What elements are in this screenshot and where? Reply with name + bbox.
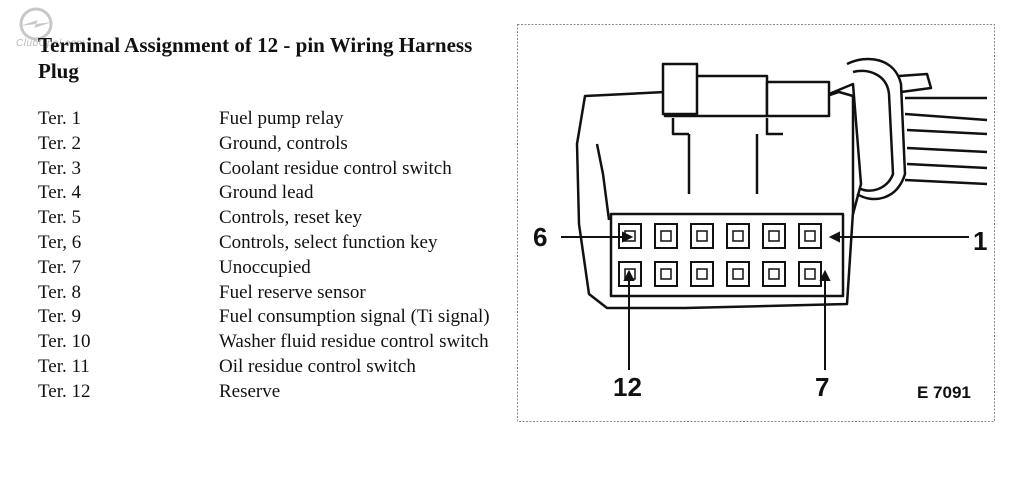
pin-cavity [798,223,822,249]
terminal-row: Ter. 3 Coolant residue control switch [38,157,508,182]
pin-cavity [690,261,714,287]
connector-diagram: 6 1 12 7 E 7091 [517,24,995,422]
terminal-row: Ter. 7 Unoccupied [38,256,508,281]
pin-contact [732,268,744,280]
pin-label-7: 7 [815,372,829,402]
terminal-row: Ter. 8 Fuel reserve sensor [38,281,508,306]
terminal-row: Ter. 12 Reserve [38,380,508,405]
pin-cavity [726,223,750,249]
pin-label-1: 1 [973,226,987,256]
terminal-number: Ter. 9 [38,306,81,328]
terminal-description: Coolant residue control switch [219,157,452,179]
terminal-description: Fuel pump relay [219,108,344,129]
pin-label-12: 12 [613,372,642,402]
terminal-number: Ter. 10 [38,331,91,353]
logo-text: ClubOpel.com [16,38,86,49]
pin-cavity [798,261,822,287]
pin-contact [768,230,780,242]
leader-lines [561,231,969,370]
terminal-row: Ter. 9 Fuel consumption signal (Ti signal… [38,305,508,330]
diagram-border [517,24,995,422]
opel-logo-icon [19,7,53,41]
terminal-description: Reserve [219,380,281,402]
terminal-description: Unoccupied [219,256,311,278]
pin-cavity [690,223,714,249]
terminal-row: Ter. 10 Washer fluid residue control swit… [38,330,508,355]
terminal-number: Ter. 7 [38,256,81,278]
terminal-number: Ter. 1 [38,108,81,129]
terminal-number: Ter. 11 [38,355,90,377]
terminal-number: Ter. 4 [38,182,81,204]
terminal-number: Ter. 8 [38,281,81,303]
pin-label-6: 6 [533,222,547,252]
terminal-number: Ter. 2 [38,132,81,154]
pin-contact [660,268,672,280]
pin-contact [696,230,708,242]
terminal-row: Ter. 11 Oil residue control switch [38,355,508,380]
terminal-row: Ter, 6 Controls, select function key [38,231,508,256]
pin-cavity [654,261,678,287]
pin-cavity [762,261,786,287]
page-title: Terminal Assignment of 12 - pin Wiring H… [38,33,473,83]
pin-cavity [726,261,750,287]
terminal-row: Ter. 2 Ground, controls [38,132,508,157]
pin-contact [696,268,708,280]
terminal-description: Controls, select function key [219,231,438,253]
pin-contact [804,268,816,280]
terminal-number: Ter, 6 [38,231,82,253]
pin-contact [804,230,816,242]
pin-contact [660,230,672,242]
figure-code: E 7091 [917,383,971,402]
pin-cavity [654,223,678,249]
pin-contact [732,230,744,242]
terminal-row: Ter. 4 Ground lead [38,181,508,206]
terminal-number: Ter. 12 [38,380,91,402]
terminal-row: Ter. 1 Fuel pump relay [38,107,508,132]
terminal-row: Ter. 5 Controls, reset key [38,206,508,231]
pin-cavity [762,223,786,249]
terminal-number: Ter. 3 [38,157,81,179]
terminal-number: Ter. 5 [38,207,81,229]
terminal-description: Fuel reserve sensor [219,281,366,303]
terminal-description: Ground lead [219,182,314,204]
terminal-description: Controls, reset key [219,207,363,229]
pin-contact [768,268,780,280]
terminal-description: Fuel consumption signal (Ti signal) [219,306,490,328]
terminal-description: Oil residue control switch [219,355,416,377]
terminal-description: Washer fluid residue control switch [219,331,489,353]
terminal-description: Ground, controls [219,132,348,154]
